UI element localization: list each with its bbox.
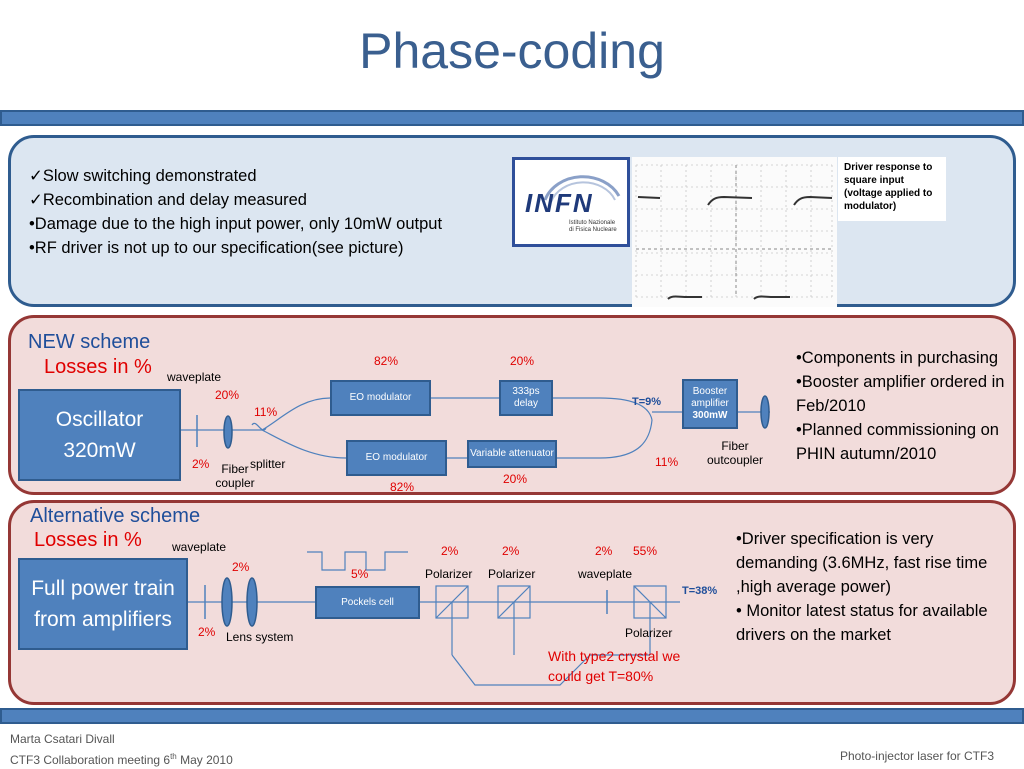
polarizer-3-label: Polarizer <box>625 626 673 640</box>
loss-eo-bottom: 82% <box>390 480 415 494</box>
new-scheme-heading: NEW scheme <box>28 331 151 353</box>
footer-right: Photo-injector laser for CTF3 <box>839 749 994 763</box>
loss-splitter: 11% <box>254 405 278 419</box>
slide-title: Phase-coding <box>359 23 665 79</box>
status-panel: ✓Slow switching demonstrated ✓Recombinat… <box>8 135 1016 307</box>
loss-eo-top: 82% <box>374 354 399 368</box>
footer-meeting-sup: th <box>170 752 177 761</box>
fiber-outcoupler-label: Fiber outcoupler <box>706 439 764 467</box>
infn-line-2: di Fisica Nucleare <box>569 227 617 233</box>
loss-alt-waveplate: 2% <box>232 560 250 574</box>
loss-coupler: 2% <box>192 457 210 471</box>
loss-combiner: 11% <box>655 455 679 469</box>
infn-arc-icon <box>543 175 621 203</box>
pockels-cell-box: Pockels cell <box>315 586 420 619</box>
figure-caption: Driver response to square input (voltage… <box>838 157 946 221</box>
alt-scheme-losses-heading: Losses in % <box>34 529 142 551</box>
alt-waveplate-right-label: waveplate <box>578 567 633 581</box>
oscilloscope-image <box>632 157 837 307</box>
loss-lens: 2% <box>198 625 216 639</box>
status-bullet-3: •Damage due to the high input power, onl… <box>29 215 443 233</box>
status-bullet-4: •RF driver is not up to our specificatio… <box>29 239 404 257</box>
footer-author: Marta Csatari Divall <box>10 732 115 746</box>
oscillator-box: Oscillator 320mW <box>18 389 181 481</box>
new-waveplate-label: waveplate <box>167 370 222 384</box>
eo-modulator-top: EO modulator <box>330 380 431 416</box>
loss-polarizer-1: 2% <box>441 544 459 558</box>
new-bullet-1: •Components in purchasing <box>796 349 999 367</box>
status-bullet-2: ✓Recombination and delay measured <box>29 191 307 209</box>
loss-waveplate: 20% <box>215 388 240 402</box>
delay-box: 333ps delay <box>499 380 553 416</box>
loss-var-att: 20% <box>503 472 528 486</box>
loss-delay: 20% <box>510 354 535 368</box>
type2-note-line-1: With type2 crystal we <box>548 648 681 664</box>
polarizer-1-label: Polarizer <box>425 567 473 581</box>
infn-logo: INFN Istituto Nazionale di Fisica Nuclea… <box>512 157 630 247</box>
new-transmission-label: T=9% <box>632 396 662 408</box>
eo-modulator-bottom: EO modulator <box>346 440 447 476</box>
bottom-accent-bar <box>0 708 1024 724</box>
variable-attenuator-box: Variable attenuator <box>467 440 557 468</box>
infn-line-1: Istituto Nazionale <box>569 220 616 226</box>
scope-trace-figure <box>635 164 833 300</box>
full-power-train-box: Full power train from amplifiers <box>18 558 188 650</box>
footer-meeting-start: CTF3 Collaboration meeting 6 <box>10 753 171 767</box>
new-scheme-losses-heading: Losses in % <box>44 356 152 378</box>
footer-left: Marta Csatari Divall CTF3 Collaboration … <box>10 731 233 769</box>
footer-meeting-end: May 2010 <box>176 753 233 767</box>
alt-waveplate-left-label: waveplate <box>172 540 227 554</box>
loss-alt-waveplate-right: 2% <box>595 544 613 558</box>
new-bullet-3: •Planned commissioning on PHIN autumn/20… <box>796 421 999 463</box>
status-bullet-1: ✓Slow switching demonstrated <box>29 167 257 185</box>
alt-bullet-1: •Driver specification is very demanding … <box>736 530 988 596</box>
loss-pockels: 5% <box>351 567 369 581</box>
alt-scheme-heading: Alternative scheme <box>30 505 201 527</box>
fiber-coupler-label: Fiber coupler <box>215 462 255 490</box>
type2-note-line-2: could get T=80% <box>548 668 654 684</box>
alt-transmission-label: T=38% <box>682 585 718 597</box>
top-accent-bar <box>0 110 1024 126</box>
infn-acronym: INFN <box>525 188 594 218</box>
booster-power: 300mW <box>692 410 728 421</box>
splitter-label: splitter <box>250 457 286 471</box>
alt-bullet-2: • Monitor latest status for available dr… <box>736 602 988 644</box>
footer-meeting: CTF3 Collaboration meeting 6th May 2010 <box>10 748 233 769</box>
new-bullet-2: •Booster amplifier ordered in Feb/2010 <box>796 373 1005 415</box>
loss-polarizer-2: 2% <box>502 544 520 558</box>
lens-system-label: Lens system <box>226 630 294 644</box>
booster-amplifier-box: Booster amplifier 300mW <box>682 379 738 429</box>
polarizer-2-label: Polarizer <box>488 567 536 581</box>
booster-label: Booster amplifier <box>691 386 729 409</box>
loss-polarizer-3: 55% <box>633 544 658 558</box>
